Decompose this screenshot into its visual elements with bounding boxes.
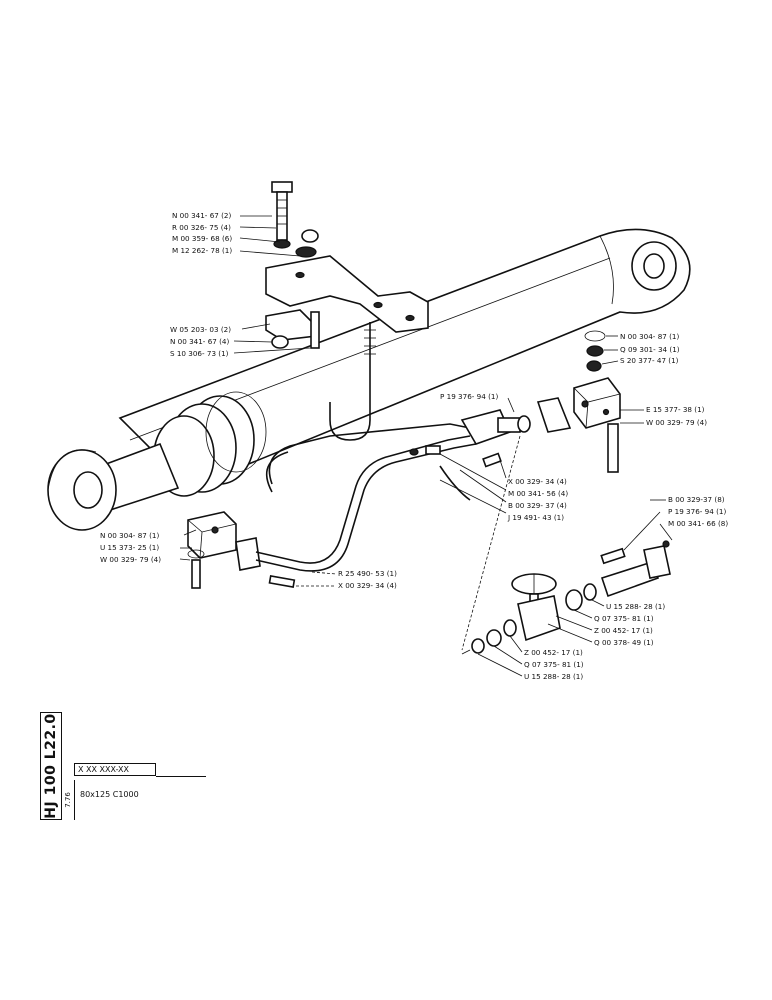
u-bolt [329, 322, 376, 441]
part-label: U 15 288- 28 (1) [606, 602, 665, 611]
part-label: M 00 341- 56 (4) [508, 489, 568, 498]
part-label: N 00 304- 87 (1) [620, 332, 679, 341]
part-label: P 19 376- 94 (1) [440, 392, 498, 401]
part-label: N 00 304- 87 (1) [100, 531, 159, 540]
part-label: X 00 329- 34 (4) [338, 581, 397, 590]
part-label: Q 00 378- 49 (1) [594, 638, 654, 647]
center-flange-fitting [268, 397, 572, 588]
part-labels: N 00 341- 67 (2) R 00 326- 75 (4) M 00 3… [100, 211, 728, 681]
part-label: S 10 306- 73 (1) [170, 349, 229, 358]
part-label: Q 09 301- 34 (1) [620, 345, 680, 354]
part-label: P 19 376- 94 (1) [668, 507, 726, 516]
part-label: B 00 329- 37 (4) [508, 501, 567, 510]
part-label: Q 07 375- 81 (1) [524, 660, 584, 669]
reference-underline [156, 776, 206, 777]
drawing-code-text: HJ 100 L22.0 [43, 713, 59, 819]
drawing-code: HJ 100 L22.0 [40, 712, 62, 820]
pipe-lines [255, 423, 477, 572]
part-label: N 00 341- 67 (4) [170, 337, 229, 346]
part-label: Z 00 452- 17 (1) [524, 648, 583, 657]
part-label: M 00 359- 68 (6) [172, 234, 232, 243]
shutoff-valve-assembly [461, 540, 671, 655]
part-label: U 15 288- 28 (1) [524, 672, 583, 681]
valve-block-right [573, 330, 621, 473]
model-spec: 80x125 C1000 [80, 790, 139, 799]
part-label: W 00 329- 79 (4) [646, 418, 707, 427]
part-label: X 00 329- 34 (4) [508, 477, 567, 486]
part-label: Z 00 452- 17 (1) [594, 626, 653, 635]
part-label: N 00 341- 67 (2) [172, 211, 231, 220]
reference-box: X XX XXX-XX [74, 763, 156, 776]
part-label: J 19 491- 43 (1) [507, 513, 564, 522]
drawing-code-small: 7.76 [62, 780, 75, 820]
part-label: E 15 377- 38 (1) [646, 405, 705, 414]
part-label: Q 07 375- 81 (1) [594, 614, 654, 623]
part-label: U 15 373- 25 (1) [100, 543, 159, 552]
clamp-bracket-assembly [265, 181, 429, 349]
leader-lines [179, 215, 673, 677]
part-label: M 00 341- 66 (8) [668, 519, 728, 528]
drawing-code-small-text: 7.76 [64, 792, 72, 808]
part-label: W 05 203- 03 (2) [170, 325, 231, 334]
part-label: R 25 490- 53 (1) [338, 569, 397, 578]
part-label: S 20 377- 47 (1) [620, 356, 679, 365]
part-label: W 00 329- 79 (4) [100, 555, 161, 564]
hydraulic-cylinder [47, 228, 691, 531]
part-label: R 00 326- 75 (4) [172, 223, 231, 232]
valve-block-left [187, 511, 261, 589]
part-label: M 12 262- 78 (1) [172, 246, 232, 255]
part-label: B 00 329-37 (8) [668, 495, 725, 504]
